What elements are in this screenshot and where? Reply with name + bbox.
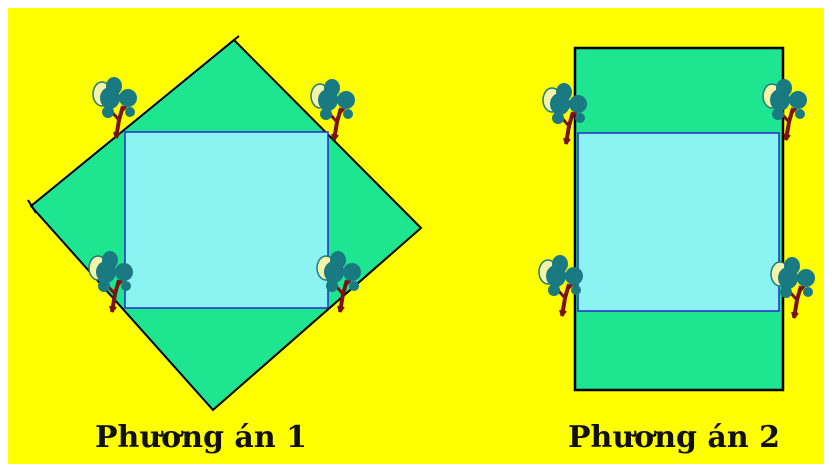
- option1-caption: Phương án 1: [95, 420, 307, 455]
- option1-pond: [124, 131, 329, 309]
- option2-caption: Phương án 2: [568, 420, 780, 455]
- option2-pond: [577, 132, 780, 312]
